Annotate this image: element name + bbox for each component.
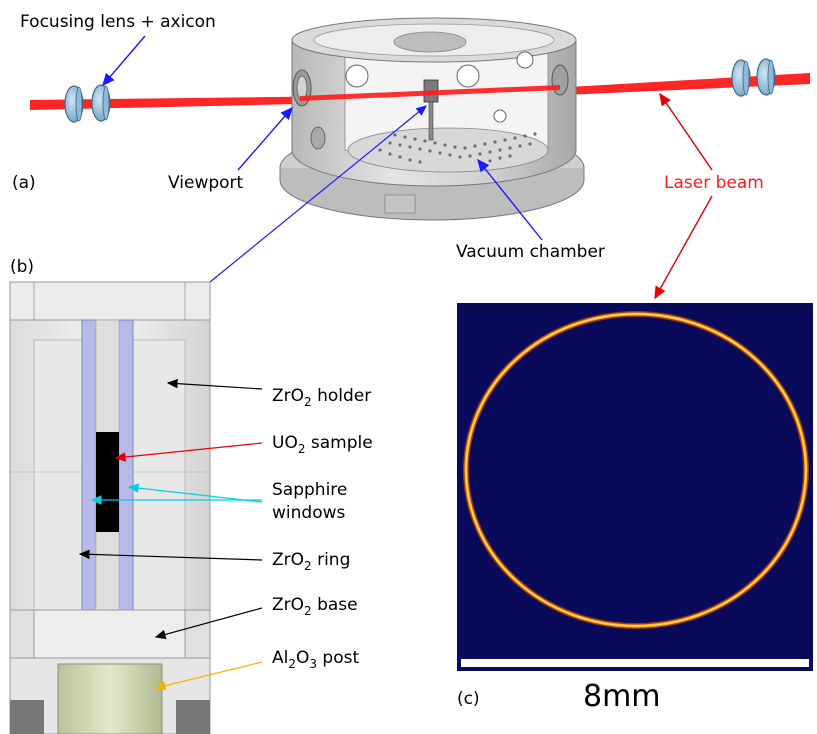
label-sapphire-line2: windows: [272, 503, 345, 523]
label-vacuum-chamber: Vacuum chamber: [456, 242, 605, 262]
label-uo2-sample: UO2 sample: [272, 433, 373, 456]
panel-label-b: (b): [10, 257, 34, 277]
focusing-lens-right: [731, 58, 776, 97]
label-zro2-holder: ZrO2 holder: [272, 386, 371, 409]
label-viewport: Viewport: [168, 173, 244, 193]
label-laser-beam: Laser beam: [664, 173, 764, 193]
svg-text:UO2 sample: UO2 sample: [272, 433, 373, 456]
label-focusing-lens: Focusing lens + axicon: [20, 12, 216, 32]
arrow-al2o3-post: [154, 661, 263, 691]
svg-text:ZrO2 base: ZrO2 base: [272, 595, 358, 618]
connector-sample-to-b: [209, 105, 427, 283]
arrow-laser-beam-down: [654, 195, 713, 300]
arrow-sapphire-right: [127, 483, 263, 503]
arrow-focusing-lens: [102, 35, 146, 87]
svg-text:Al2O3 post: Al2O3 post: [272, 648, 359, 671]
label-zro2-ring: ZrO2 ring: [272, 550, 350, 573]
arrow-vacuum-chamber: [477, 158, 543, 241]
arrow-viewport: [237, 106, 293, 171]
arrow-laser-beam-up: [659, 92, 713, 171]
panel-label-c: (c): [457, 689, 480, 709]
scale-bar: [461, 659, 809, 667]
vacuum-chamber-drawing: [279, 17, 585, 221]
arrow-zro2-holder: [166, 378, 263, 390]
label-zro2-base: ZrO2 base: [272, 595, 358, 618]
laser-beam-inside: [300, 85, 560, 101]
svg-text:ZrO2 holder: ZrO2 holder: [272, 386, 371, 409]
svg-text:ZrO2 ring: ZrO2 ring: [272, 550, 350, 573]
panel-label-a: (a): [12, 173, 36, 193]
arrow-uo2-sample: [114, 442, 263, 462]
holder-cross-section: [9, 281, 211, 734]
arrow-zro2-base: [154, 607, 263, 640]
label-al2o3-post: Al2O3 post: [272, 648, 359, 671]
ring-beam-image: [457, 303, 813, 671]
scale-bar-label: 8mm: [583, 679, 661, 714]
arrow-zro2-ring: [78, 549, 263, 561]
label-sapphire-line1: Sapphire: [272, 480, 347, 500]
